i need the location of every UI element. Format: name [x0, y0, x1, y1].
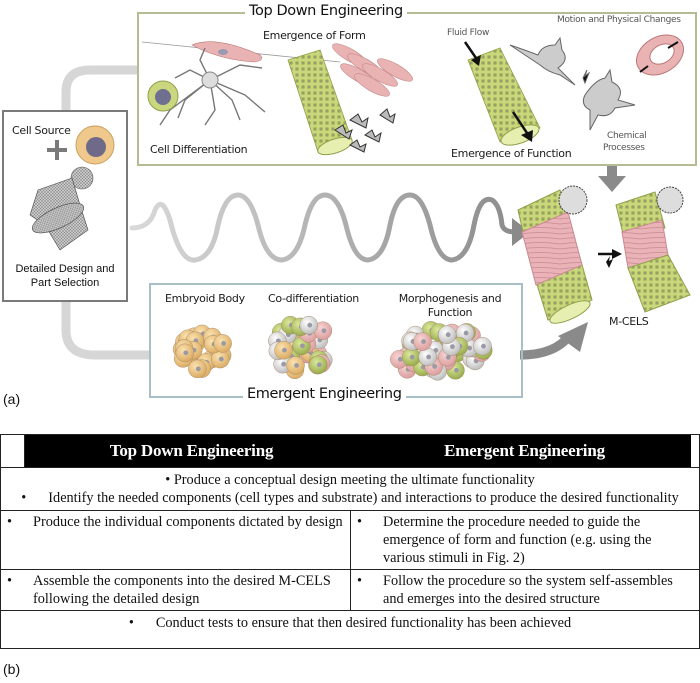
source-caption-line2: Part Selection — [30, 277, 100, 289]
label-fluid-flow: Fluid Flow — [447, 28, 490, 38]
bullet: • — [7, 514, 13, 530]
bullet: • — [357, 573, 363, 589]
cell-nucleus — [282, 347, 287, 353]
cell-nucleus — [426, 354, 432, 360]
connector-to-emergent — [61, 300, 150, 360]
table-row: • Produce the individual components dicta… — [1, 510, 699, 569]
bullet: • — [7, 573, 13, 589]
mcels-illustration-2 — [615, 186, 691, 313]
emergent-title: Emergent Engineering — [243, 386, 406, 402]
stimulus-arrow — [598, 249, 622, 268]
down-arrow-head — [598, 176, 626, 192]
comparison-table: Top Down Engineering Emergent Engineerin… — [0, 434, 700, 649]
down-arrow-shaft — [607, 165, 617, 177]
cell-nucleus — [432, 363, 438, 369]
process-wave — [129, 192, 518, 263]
cell-nucleus — [454, 367, 459, 373]
cell-nucleus — [445, 332, 451, 338]
bullet: • — [21, 490, 27, 506]
bullet: • — [165, 472, 171, 488]
cell-nucleus — [221, 341, 227, 346]
wave-arrowhead — [512, 218, 530, 246]
cell-nucleus — [294, 363, 299, 368]
shared-item-2-text: Identify the needed components (cell typ… — [48, 490, 679, 506]
source-caption-line1: Detailed Design and — [15, 263, 115, 275]
label-morphogenesis: Morphogenesis and Function — [375, 292, 525, 320]
cell-nucleus — [421, 339, 426, 345]
panel-label-b: (b) — [3, 661, 21, 677]
label-emergence-of-function: Emergence of Function — [451, 147, 572, 160]
plus-icon — [47, 140, 67, 160]
cell-nucleus — [195, 366, 201, 372]
cell-nucleus — [450, 344, 455, 350]
cell-nucleus — [316, 362, 322, 368]
label-embryoid-body: Embryoid Body — [165, 292, 245, 305]
cell-nucleus — [397, 356, 403, 362]
chemical-processes-illustration — [509, 36, 636, 131]
cell-nucleus — [307, 322, 313, 328]
source-caption: Detailed Design and Part Selection — [3, 262, 127, 290]
connector-to-top-down — [61, 65, 138, 110]
table-row-shared: • Produce a conceptual design meeting th… — [1, 467, 699, 510]
cell-nucleus — [409, 354, 415, 360]
shared-item-1-text: Produce a conceptual design meeting the … — [173, 472, 535, 488]
cell-nucleus — [183, 350, 189, 356]
embryoid-body-illustration — [172, 324, 232, 379]
cell-nucleus — [300, 343, 305, 349]
cell-emergent: • Follow the procedure so the system self… — [350, 570, 699, 610]
morphogenesis-illustration — [390, 321, 493, 381]
label-morphogenesis-line2: Function — [427, 306, 473, 319]
top-down-title: Top Down Engineering — [245, 3, 407, 19]
cell-nucleus — [481, 343, 486, 349]
table-row-final: • Conduct tests to ensure that then desir… — [1, 610, 699, 648]
emergence-of-function-illustration — [463, 41, 541, 146]
shared-item-1: • Produce a conceptual design meeting th… — [7, 471, 693, 489]
header-emergent: Emergent Engineering — [444, 441, 605, 460]
label-mcels: M-CELS — [609, 315, 649, 328]
cell-nucleus — [445, 354, 451, 360]
mcels-illustration-1 — [517, 185, 593, 324]
header-top-down: Top Down Engineering — [109, 441, 274, 460]
table-header-row: Top Down Engineering Emergent Engineerin… — [1, 435, 699, 467]
label-chemical: Chemical — [607, 131, 647, 141]
label-cell-differentiation: Cell Differentiation — [150, 143, 248, 156]
emergence-of-form-illustration — [287, 43, 413, 156]
table-row: • Assemble the components into the desire… — [1, 569, 699, 610]
label-morphogenesis-line1: Morphogenesis and — [398, 292, 502, 305]
cell-nucleus — [321, 328, 327, 334]
mcels-diagram — [2, 12, 697, 398]
cell-nucleus — [467, 345, 473, 351]
cell-text: Produce the individual components dictat… — [33, 514, 343, 530]
cell-nucleus — [281, 361, 287, 367]
cell-top-down: • Produce the individual components dicta… — [1, 511, 350, 569]
co-differentiation-illustration — [268, 315, 333, 379]
scaffold-part-icon — [29, 166, 94, 251]
cell-nucleus — [463, 330, 469, 336]
bullet: • — [128, 615, 134, 631]
label-processes: Processes — [603, 143, 645, 153]
label-emergence-of-form: Emergence of Form — [263, 29, 366, 42]
top-down-box — [137, 12, 697, 166]
shared-item-2: • Identify the needed components (cell ty… — [7, 489, 693, 507]
cell-emergent: • Determine the procedure needed to guide… — [350, 511, 699, 569]
cell-text: Assemble the components into the desired… — [33, 573, 331, 607]
motion-ring-illustration — [636, 34, 684, 76]
bullet: • — [357, 514, 363, 530]
panel-label-a: (a) — [3, 391, 21, 407]
label-motion-physical-changes: Motion and Physical Changes — [557, 15, 681, 25]
cell-text: Follow the procedure so the system self-… — [383, 573, 673, 607]
cell-nucleus — [218, 356, 224, 362]
cell-text: Determine the procedure needed to guide … — [383, 514, 652, 566]
final-row-text: Conduct tests to ensure that then desire… — [155, 615, 572, 631]
label-cell-source: Cell Source — [12, 124, 71, 137]
cell-top-down: • Assemble the components into the desire… — [1, 570, 350, 610]
label-co-differentiation: Co-differentiation — [268, 292, 359, 305]
